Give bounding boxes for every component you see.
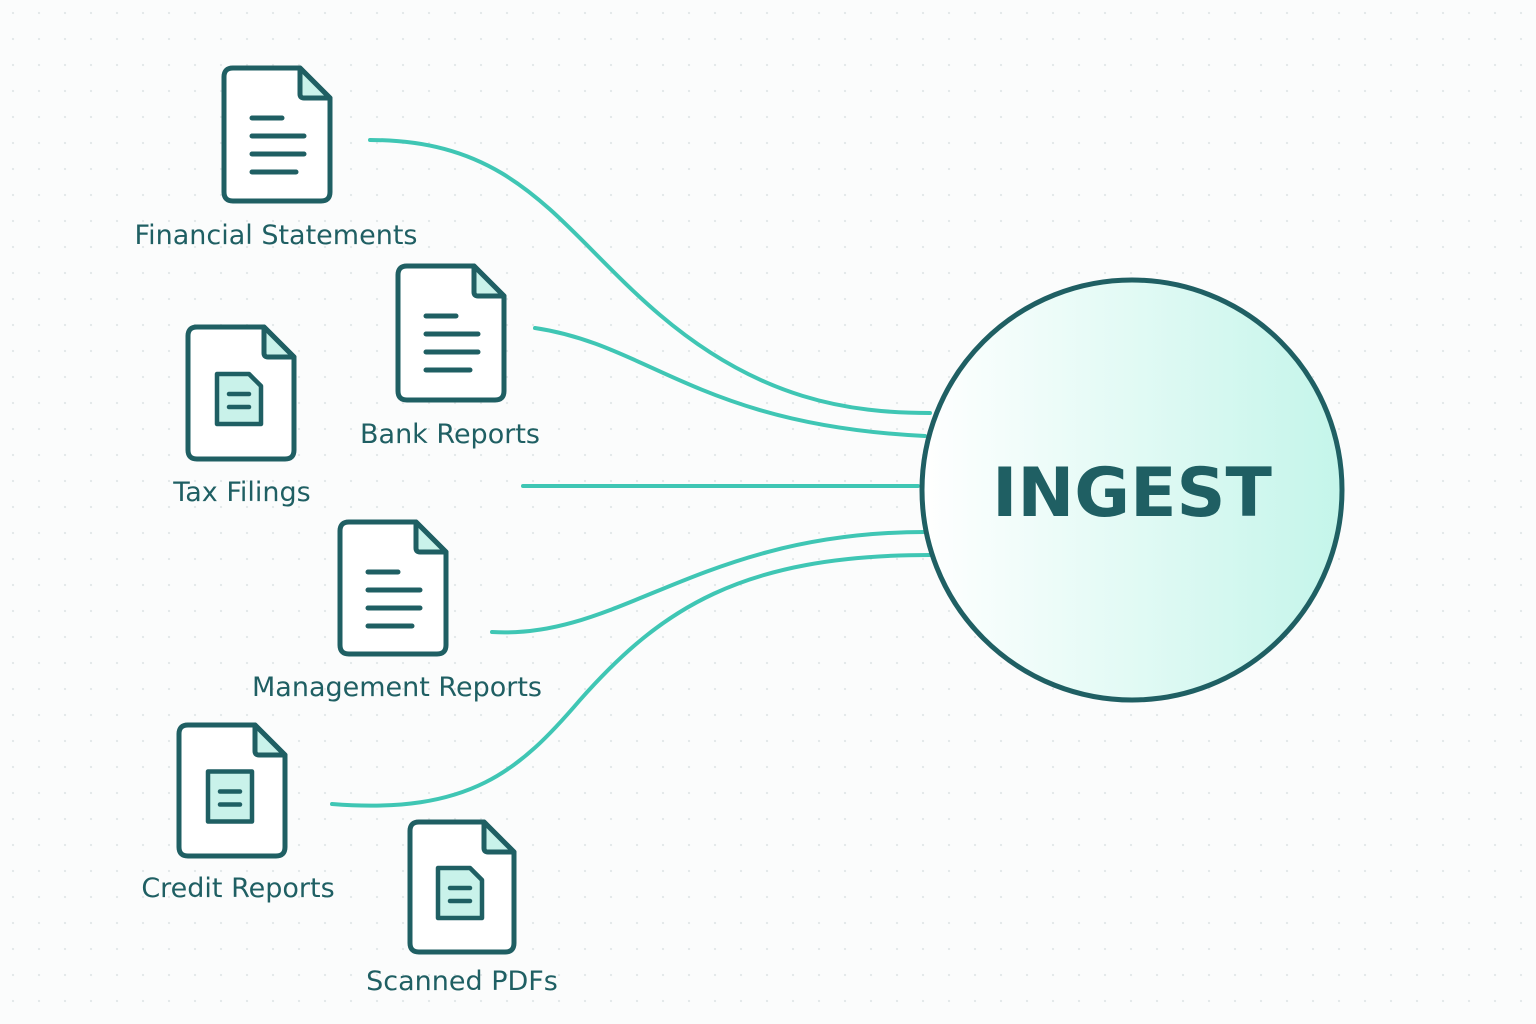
source-label-bank-reports: Bank Reports [360,419,540,450]
document-lines-icon [395,263,507,403]
connector-bank-reports [533,326,927,438]
source-credit-reports: Credit Reports [141,722,335,904]
ingest-circle [919,277,1345,703]
connector-financial-statements [368,138,932,415]
connector-group [330,138,932,808]
ingest-label: INGEST [992,454,1272,533]
source-financial-statements: Financial Statements [135,65,418,251]
document-badge-icon [176,722,288,859]
source-label-financial-statements: Financial Statements [135,220,418,251]
document-badge-icon [407,819,517,955]
source-tax-filings: Tax Filings [172,324,311,508]
source-bank-reports: Bank Reports [360,263,540,450]
document-lines-icon [221,65,333,204]
source-label-scanned-pdfs: Scanned PDFs [366,966,558,997]
connector-management-reports [490,530,927,635]
document-badge-icon [185,324,297,462]
connector-credit-reports [330,553,932,808]
source-label-credit-reports: Credit Reports [141,873,334,904]
ingest-hub: INGEST [919,277,1345,703]
source-scanned-pdfs: Scanned PDFs [366,819,558,997]
document-lines-icon [337,519,449,657]
source-management-reports: Management Reports [252,519,542,703]
source-label-management-reports: Management Reports [252,672,542,703]
source-label-tax-filings: Tax Filings [172,477,311,508]
